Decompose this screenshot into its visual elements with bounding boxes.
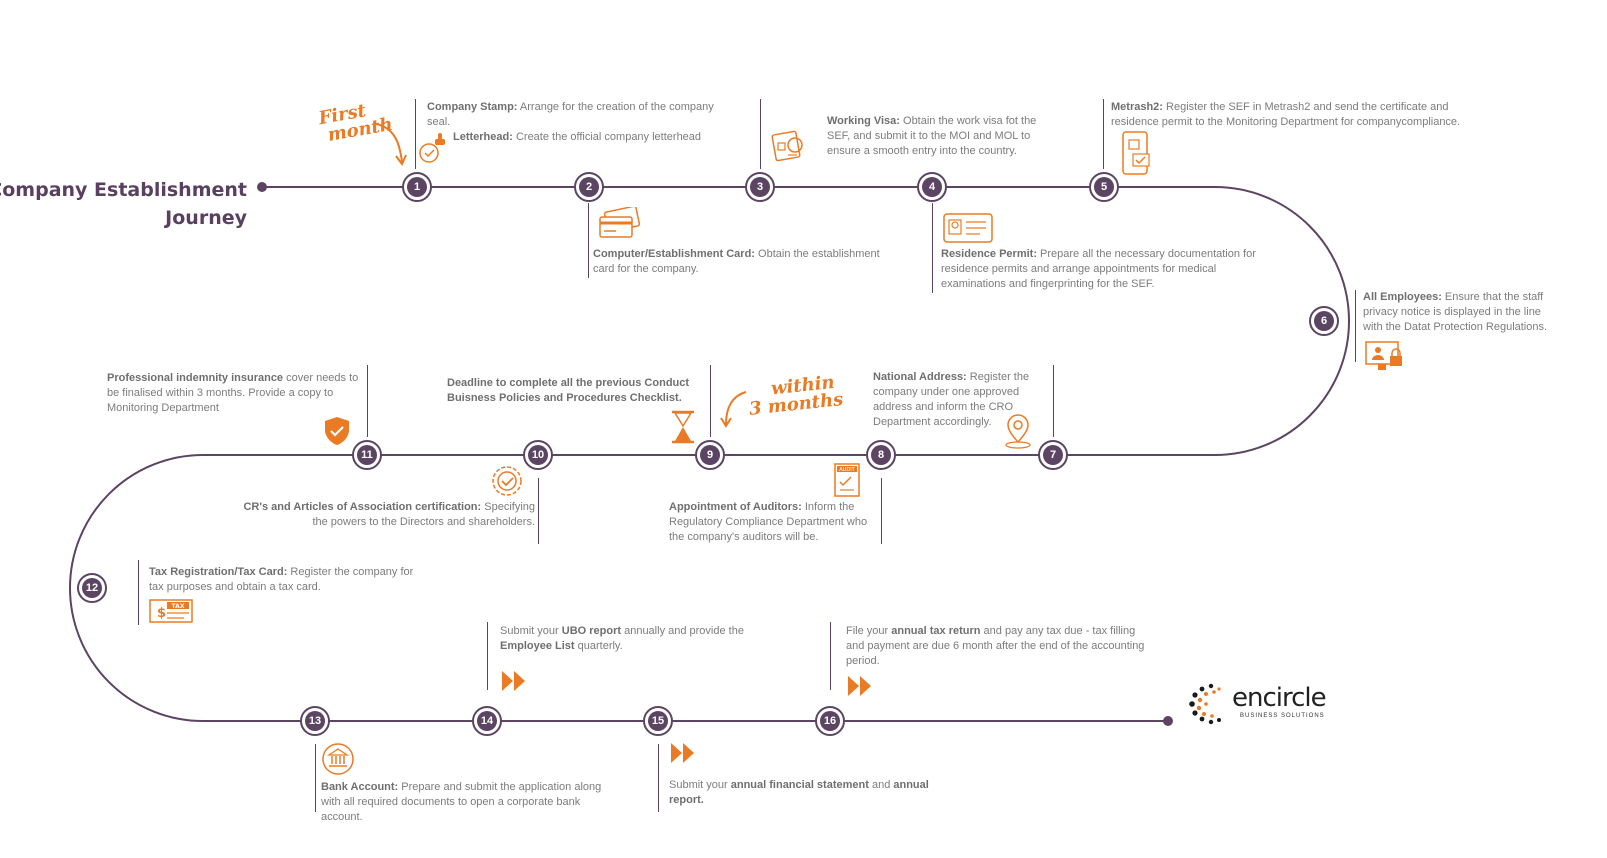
step-number: 5 — [1094, 177, 1114, 197]
audit-checklist-icon: AUDIT — [834, 463, 860, 497]
step-number: 9 — [700, 445, 720, 465]
connector-5 — [1103, 99, 1104, 169]
step-node-7: 7 — [1038, 440, 1068, 470]
step-number: 1 — [407, 177, 427, 197]
tax-card-icon: $ TAX — [149, 599, 193, 623]
step-number: 11 — [357, 445, 377, 465]
connector-1 — [415, 99, 416, 169]
svg-text:AUDIT: AUDIT — [839, 467, 855, 473]
connector-11 — [367, 365, 368, 437]
step-11-desc: Professional indemnity insurance cover n… — [107, 372, 359, 414]
step-number: 15 — [648, 711, 668, 731]
step-node-8: 8 — [866, 440, 896, 470]
connector-10 — [538, 478, 539, 544]
svg-text:TAX: TAX — [172, 603, 185, 610]
title-line-1: Company Establishment — [0, 179, 247, 201]
bank-icon — [322, 743, 354, 775]
logo-name: encircle — [1232, 683, 1327, 713]
svg-text:$: $ — [157, 606, 166, 621]
double-chevron-icon — [671, 743, 694, 763]
connector-14 — [487, 622, 488, 690]
step-node-16: 16 — [815, 706, 845, 736]
hourglass-icon — [672, 410, 694, 444]
connector-6 — [1355, 290, 1356, 362]
step-12-desc: Tax Registration/Tax Card: Register the … — [149, 566, 414, 593]
connector-16 — [830, 622, 831, 690]
connector-4 — [932, 203, 933, 293]
stamp-icon — [419, 133, 445, 163]
step-15-desc: Submit your annual financial statement a… — [669, 779, 929, 806]
step-node-14: 14 — [472, 706, 502, 736]
step-6-desc: All Employees: Ensure that the staff pri… — [1363, 291, 1548, 333]
path-start-dot — [257, 182, 267, 192]
step-1-desc-b: Letterhead: Create the official company … — [453, 131, 702, 143]
step-number: 2 — [579, 177, 599, 197]
connector-9 — [710, 365, 711, 437]
location-pin-icon — [1005, 414, 1031, 449]
curved-arrow-icon — [375, 123, 407, 166]
step-number: 3 — [750, 177, 770, 197]
step-node-6: 6 — [1309, 306, 1339, 336]
step-3-desc: Working Visa: Obtain the work visa fot t… — [827, 115, 1037, 157]
step-number: 4 — [922, 177, 942, 197]
step-node-1: 1 — [402, 172, 432, 202]
step-14-desc: Submit your UBO report annually and prov… — [500, 625, 744, 652]
step-node-11: 11 — [352, 440, 382, 470]
privacy-screen-lock-icon — [1365, 341, 1402, 370]
step-16-desc: File your annual tax return and pay any … — [846, 625, 1145, 667]
connector-2 — [588, 203, 589, 278]
step-number: 10 — [528, 445, 548, 465]
step-number: 12 — [82, 578, 102, 598]
connector-3 — [760, 99, 761, 169]
connector-12 — [138, 560, 139, 625]
step-node-15: 15 — [643, 706, 673, 736]
certified-badge-icon — [492, 466, 522, 496]
step-9-desc: Deadline to complete all the previous Co… — [447, 377, 690, 404]
step-node-12: 12 — [77, 573, 107, 603]
step-node-2: 2 — [574, 172, 604, 202]
connector-13 — [315, 744, 316, 812]
step-node-4: 4 — [917, 172, 947, 202]
logo-tagline: BUSINESS SOLUTIONS — [1240, 713, 1325, 719]
connector-8 — [881, 478, 882, 544]
double-chevron-icon — [502, 671, 525, 691]
step-node-13: 13 — [300, 706, 330, 736]
step-number: 8 — [871, 445, 891, 465]
step-number: 16 — [820, 711, 840, 731]
encircle-logo-icon — [1189, 683, 1221, 725]
mobile-phone-icon — [1122, 131, 1150, 175]
step-number: 7 — [1043, 445, 1063, 465]
visa-document-icon — [771, 130, 803, 162]
step-number: 6 — [1314, 311, 1334, 331]
step-8-desc: Appointment of Auditors: Inform the Regu… — [669, 501, 868, 543]
step-2-desc: Computer/Establishment Card: Obtain the … — [593, 248, 880, 275]
shield-check-icon — [325, 417, 349, 445]
step-4-desc: Residence Permit: Prepare all the necess… — [941, 248, 1256, 290]
step-node-9: 9 — [695, 440, 725, 470]
step-number: 13 — [305, 711, 325, 731]
step-7-desc: National Address: Register the company u… — [873, 371, 1030, 428]
step-1-desc: Company Stamp: Arrange for the creation … — [427, 101, 714, 128]
path-end-dot — [1163, 716, 1173, 726]
step-number: 14 — [477, 711, 497, 731]
double-chevron-icon — [848, 676, 871, 696]
step-5-desc: Metrash2: Register the SEF in Metrash2 a… — [1111, 101, 1461, 128]
connector-7 — [1053, 365, 1054, 437]
step-node-10: 10 — [523, 440, 553, 470]
step-13-desc: Bank Account: Prepare and submit the app… — [321, 781, 602, 823]
curved-arrow-icon — [720, 391, 747, 428]
page-title: Company Establishment Journey — [0, 176, 247, 232]
step-10-desc: CR's and Articles of Association certifi… — [243, 501, 535, 528]
credit-card-icon — [599, 207, 641, 238]
step-node-3: 3 — [745, 172, 775, 202]
title-line-2: Journey — [165, 207, 247, 229]
id-card-icon — [943, 213, 993, 243]
connector-15 — [658, 744, 659, 812]
step-node-5: 5 — [1089, 172, 1119, 202]
